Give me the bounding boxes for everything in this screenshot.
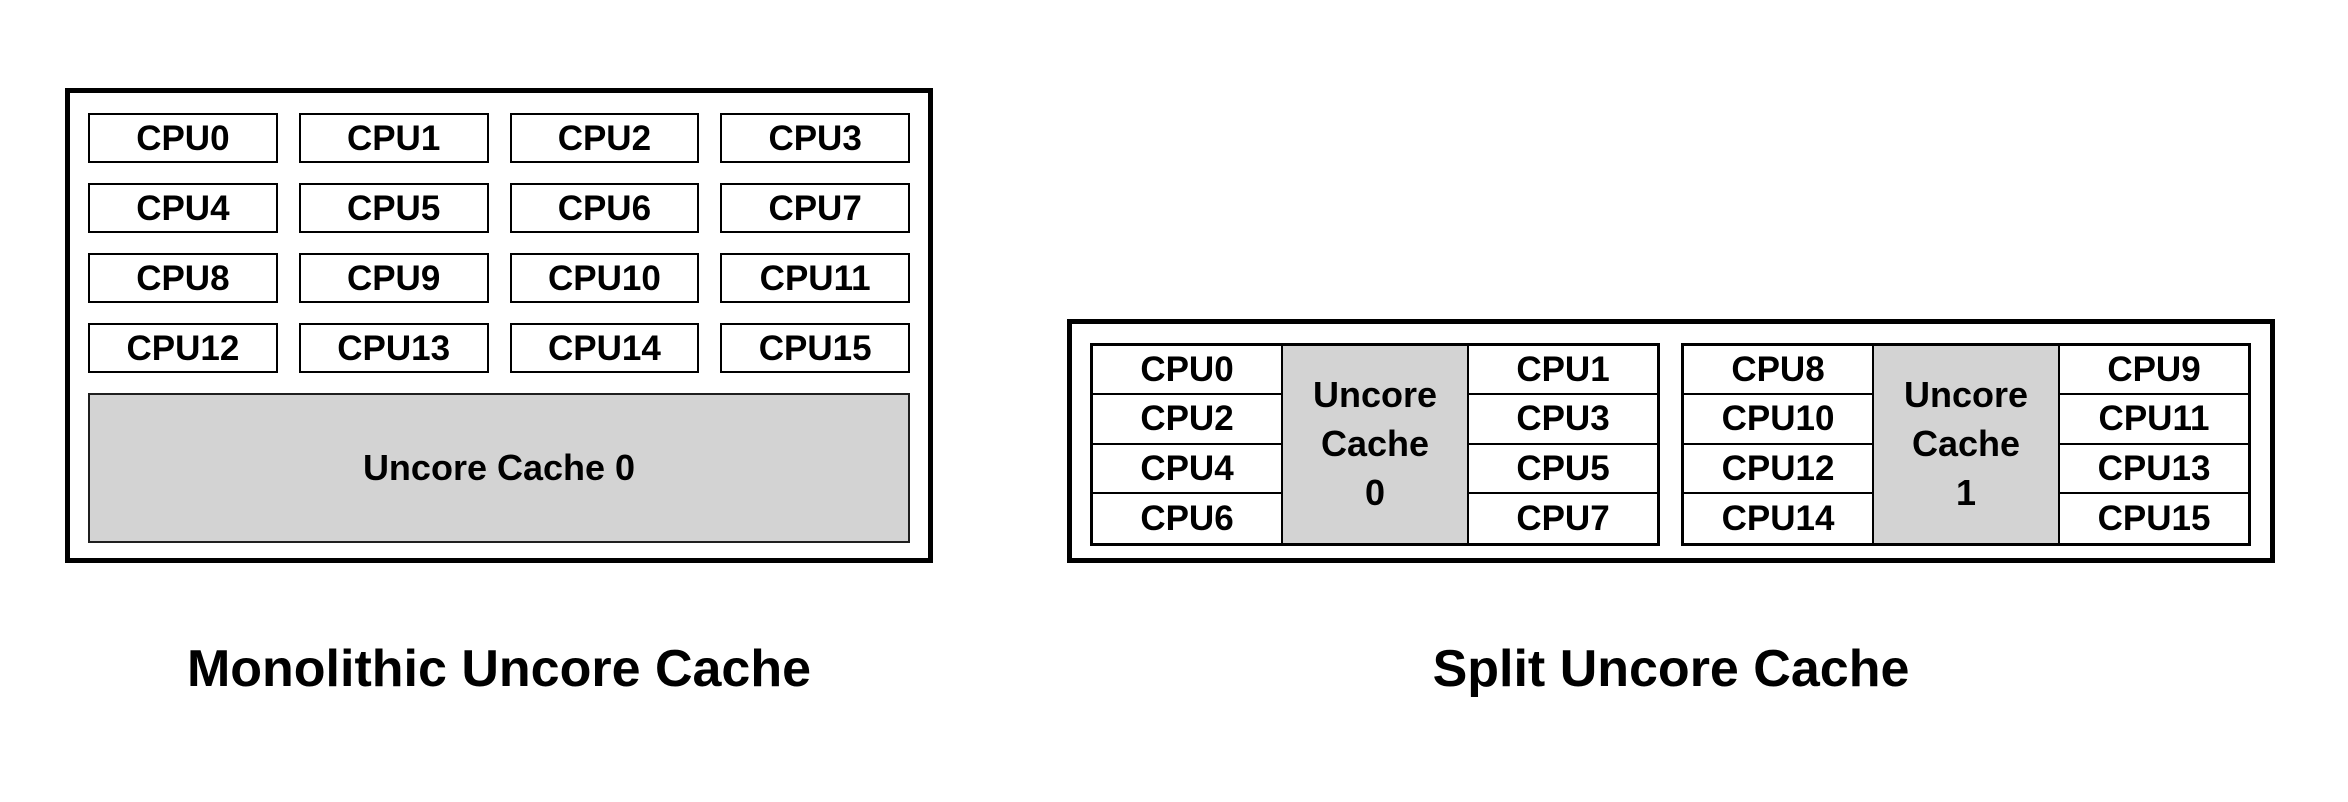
cpu-box-cpu3: CPU3 [720,113,910,163]
cpu-box-cpu7: CPU7 [720,183,910,233]
cache-label-line: Cache [1911,423,2021,465]
uncore-cache-0-monolithic-box: Uncore Cache 0 [88,393,910,543]
cpu-cell-cpu8: CPU8 [1684,346,1872,396]
cache-label-line: Uncore [1903,374,2029,416]
cpu-box-cpu11: CPU11 [720,253,910,303]
cpu-box-cpu8: CPU8 [88,253,278,303]
cpu-cell-cpu15: CPU15 [2097,498,2211,538]
cpu-cell-cpu6: CPU6 [1140,498,1234,538]
cpu-box-cpu2: CPU2 [509,113,700,163]
cpu-cell-cpu7: CPU7 [1516,498,1610,538]
split-caption: Split Uncore Cache [1432,640,1910,698]
cpu-box-cpu9: CPU9 [298,253,489,303]
cpu-cell-cpu5: CPU5 [1469,445,1657,494]
monolithic-caption: Monolithic Uncore Cache [186,640,812,698]
cpu-box-cpu1: CPU1 [298,113,489,163]
cpu-box-cpu13: CPU13 [298,323,489,373]
cpu-box-cpu5: CPU5 [298,183,489,233]
cpu-cell-cpu3: CPU3 [1469,395,1657,445]
cpu-cell-cpu10: CPU10 [1684,395,1872,445]
cache-label-line: 1 [1955,471,1977,513]
cache-label-line: Uncore [1312,374,1438,416]
cpu-cell-cpu1: CPU1 [1469,346,1657,396]
cpu-cell-cpu12: CPU12 [1684,445,1872,494]
cpu-cell-cpu9: CPU9 [2060,346,2248,396]
cpu-cell-cpu4: CPU4 [1093,445,1281,494]
cpu-box-cpu15: CPU15 [720,323,910,373]
cpu-cell-cpu2: CPU2 [1093,395,1281,445]
cpu-box-cpu10: CPU10 [509,253,700,303]
cache-label-line: 0 [1364,471,1386,513]
cpu-box-cpu12: CPU12 [88,323,278,373]
cpu-box-cpu14: CPU14 [509,323,700,373]
cpu-cell-cpu0: CPU0 [1093,346,1281,396]
cpu-box-cpu0: CPU0 [88,113,278,163]
cpu-box-cpu6: CPU6 [509,183,700,233]
cpu-cell-cpu13: CPU13 [2060,445,2248,494]
cpu-cell-cpu11: CPU11 [2060,395,2248,445]
cache-label-line: Cache [1320,423,1430,465]
cpu-cell-cpu14: CPU14 [1721,498,1835,538]
cpu-box-cpu4: CPU4 [88,183,278,233]
